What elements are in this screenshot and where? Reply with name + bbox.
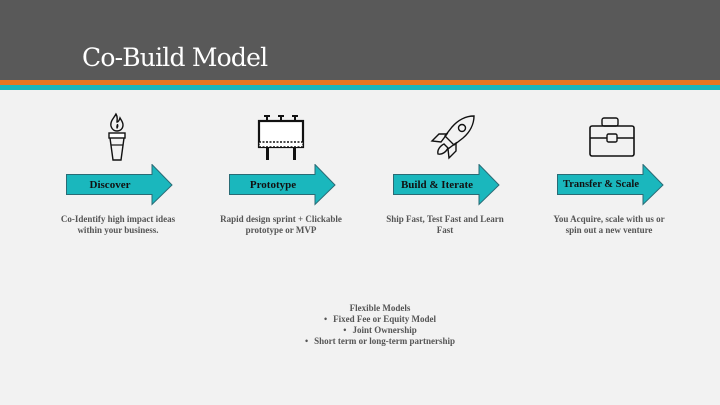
billboard-icon (229, 108, 339, 164)
bullet-icon: • (343, 325, 347, 335)
step-label: Build & Iterate (400, 179, 474, 191)
slide-header: Co-Build Model (0, 0, 720, 80)
step-arrow-transfer-scale: Transfer & Scale (557, 164, 665, 206)
flexible-models-item: •Fixed Fee or Equity Model (324, 314, 436, 324)
torch-icon (66, 108, 176, 164)
step-description: Ship Fast, Test Fast and Learn Fast (386, 214, 504, 235)
step-label: Transfer & Scale (562, 179, 639, 190)
briefcase-icon (557, 108, 667, 164)
slide-title: Co-Build Model (82, 43, 268, 72)
flexible-models-block: Flexible Models •Fixed Fee or Equity Mod… (260, 303, 500, 347)
flexible-models-heading: Flexible Models (349, 303, 411, 313)
step-arrow-build-iterate: Build & Iterate (393, 164, 501, 206)
step-label: Discover (89, 179, 131, 191)
step-description: Rapid design sprint + Clickable prototyp… (220, 214, 342, 235)
step-description: Co-Identify high impact ideas within you… (60, 214, 176, 235)
orange-accent-stripe (0, 80, 720, 85)
bullet-icon: • (305, 336, 309, 346)
step-transfer-scale: Transfer & Scale You Acquire, scale with… (553, 108, 667, 268)
step-prototype: Prototype Rapid design sprint + Clickabl… (220, 108, 342, 268)
step-label: Prototype (249, 179, 297, 191)
step-arrow-discover: Discover (66, 164, 174, 206)
step-arrow-prototype: Prototype (229, 164, 337, 206)
step-description: You Acquire, scale with us or spin out a… (553, 214, 665, 235)
rocket-icon (393, 108, 503, 164)
flexible-models-item: •Joint Ownership (343, 325, 417, 335)
step-discover: Discover Co-Identify high impact ideas w… (61, 108, 176, 268)
flexible-models-item: •Short term or long-term partnership (305, 336, 455, 346)
step-build-iterate: Build & Iterate Ship Fast, Test Fast and… (386, 108, 504, 268)
bullet-icon: • (324, 314, 328, 324)
teal-accent-stripe (0, 85, 720, 90)
